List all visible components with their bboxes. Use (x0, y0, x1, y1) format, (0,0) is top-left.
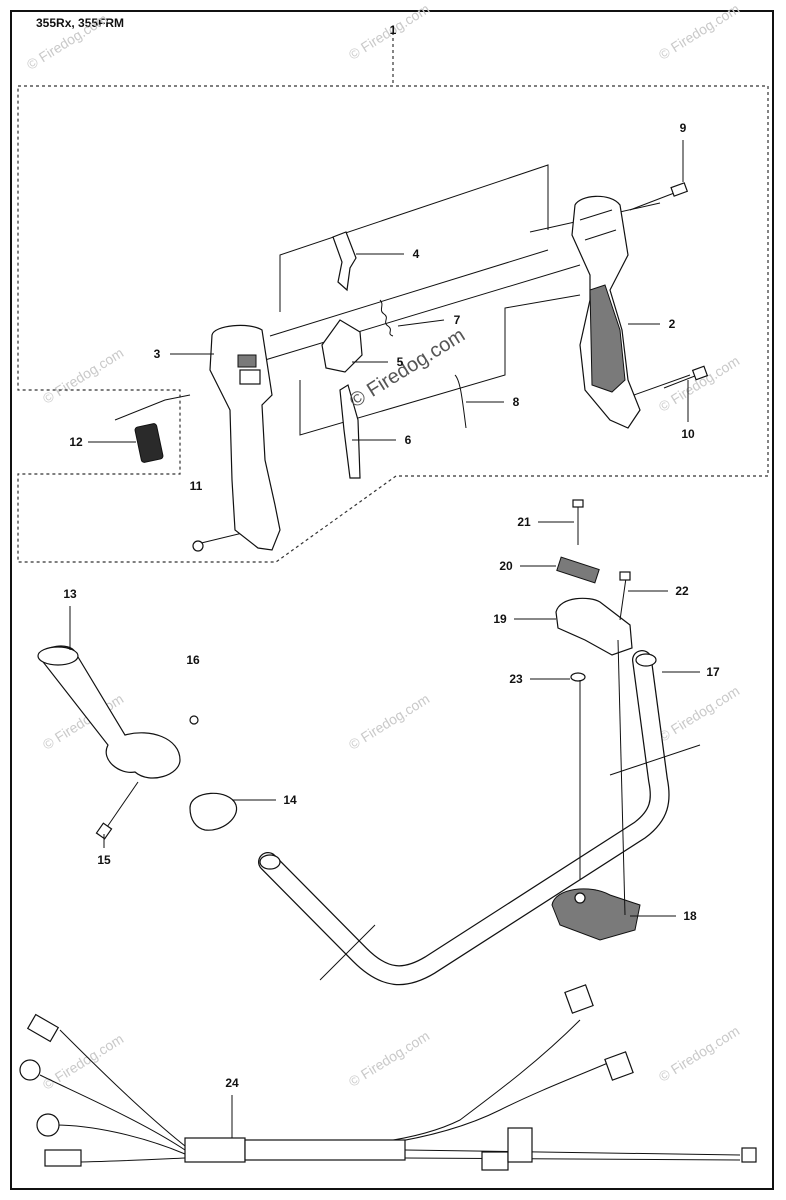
part-24-harness (19, 984, 757, 1171)
callout-2: 2 (668, 317, 676, 331)
part-13-grip (37, 645, 181, 779)
callout-8: 8 (512, 395, 520, 409)
callout-17: 17 (706, 665, 720, 679)
callout-11: 11 (189, 479, 203, 493)
part-18-bracket (551, 888, 641, 941)
part-22-bolt (619, 571, 631, 621)
callout-1: 1 (389, 23, 397, 37)
part-23-washer (570, 672, 586, 682)
part-17-handlebar (258, 650, 670, 986)
callout-3: 3 (153, 347, 161, 361)
callout-16: 16 (186, 653, 200, 667)
nut (192, 540, 204, 552)
diagram-frame (10, 10, 774, 1190)
callout-5: 5 (396, 355, 404, 369)
part-12-switch (134, 423, 164, 463)
part-6-lock (339, 384, 361, 479)
callout-24: 24 (225, 1076, 239, 1090)
part-8-wire (454, 374, 467, 429)
part-14-clamp (189, 792, 238, 831)
callout-22: 22 (675, 584, 689, 598)
callout-12: 12 (69, 435, 83, 449)
callout-6: 6 (404, 433, 412, 447)
part-15-bolt (95, 781, 139, 840)
right-handle-part (571, 195, 641, 429)
assembly-line (617, 639, 626, 916)
part-10-screw (663, 365, 709, 389)
callout-13: 13 (63, 587, 77, 601)
part-5-trigger (321, 319, 363, 373)
part-9-screw (629, 182, 689, 211)
callout-10: 10 (681, 427, 695, 441)
bracket-hole (574, 892, 586, 904)
callout-9: 9 (679, 121, 687, 135)
callout-18: 18 (683, 909, 697, 923)
callout-15: 15 (97, 853, 111, 867)
model-label: 355Rx, 355FRM (36, 16, 125, 30)
cut-mark (319, 924, 376, 981)
part-4-clip (332, 231, 357, 292)
part-20-strap (556, 556, 600, 584)
part-7-spring (379, 299, 394, 337)
callout-19: 19 (493, 612, 507, 626)
callout-7: 7 (453, 313, 461, 327)
cut-mark (609, 744, 701, 776)
callout-4: 4 (412, 247, 420, 261)
callout-14: 14 (283, 793, 297, 807)
callout-21: 21 (517, 515, 531, 529)
part-19-plate (555, 597, 633, 656)
left-handle-part (209, 324, 281, 551)
kit-outline (17, 85, 769, 563)
part-21-bolt (572, 499, 584, 545)
callout-20: 20 (499, 559, 513, 573)
washer (189, 715, 199, 725)
callout-23: 23 (509, 672, 523, 686)
